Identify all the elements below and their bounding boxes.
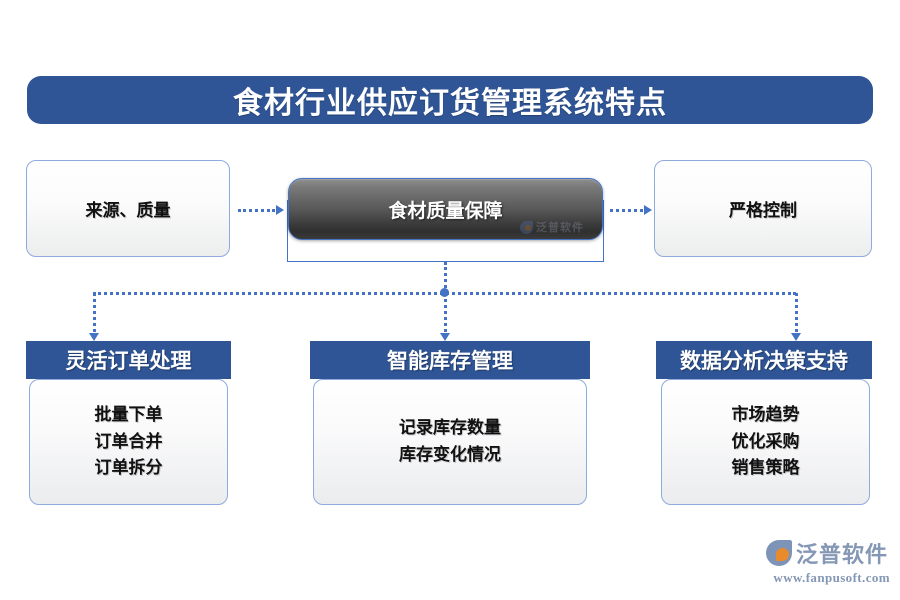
feature-body-inventory: 记录库存数量 库存变化情况 (313, 379, 587, 505)
feature-header-analytics-label: 数据分析决策支持 (680, 349, 848, 373)
card-source-quality[interactable]: 来源、质量 (26, 160, 230, 257)
brand-logo-url: www.fanpusoft.com (773, 570, 890, 585)
feature-item: 批量下单 (94, 404, 163, 424)
card-source-quality-label: 来源、质量 (85, 201, 171, 220)
feature-header-orders[interactable]: 灵活订单处理 (26, 341, 231, 379)
dotted-line-vertical (443, 293, 447, 332)
card-strict-control-label: 严格控制 (729, 201, 797, 220)
connector-riser-icon (444, 262, 447, 293)
feature-item: 订单合并 (94, 431, 163, 451)
feature-item: 市场趋势 (731, 404, 800, 424)
card-strict-control[interactable]: 严格控制 (654, 160, 872, 257)
watermark-logo-text: 泛普软件 (536, 222, 584, 234)
connector-junction-dot-icon (440, 288, 449, 297)
dotted-line (238, 208, 275, 212)
brand-logo-name: 泛普软件 (796, 542, 889, 567)
brand-logo: 泛普软件 www.fanpusoft.com (766, 537, 890, 589)
feature-body-analytics: 市场趋势 优化采购 销售策略 (661, 379, 870, 505)
arrow-head-down-icon (440, 333, 450, 341)
page-title: 食材行业供应订货管理系统特点 (233, 87, 667, 120)
dotted-line-vertical (794, 293, 798, 332)
feature-header-inventory[interactable]: 智能库存管理 (310, 341, 590, 379)
feature-body-orders: 批量下单 订单合并 订单拆分 (29, 379, 228, 505)
feature-item: 库存变化情况 (399, 445, 501, 464)
feature-item: 销售策略 (731, 458, 800, 478)
arrow-head-down-icon (791, 333, 801, 341)
connector-drop-inventory-icon (440, 293, 450, 341)
connector-drop-orders-icon (89, 293, 99, 341)
brand-logo-row: 泛普软件 (766, 537, 890, 569)
watermark-logo-mark-icon (520, 220, 533, 234)
feature-item: 记录库存数量 (399, 418, 501, 438)
dotted-line-vertical (92, 293, 96, 332)
feature-header-inventory-label: 智能库存管理 (387, 349, 513, 373)
arrow-head-right-icon (276, 205, 284, 215)
page-title-banner: 食材行业供应订货管理系统特点 (27, 76, 873, 124)
dotted-line (610, 208, 643, 212)
brand-logo-mark-icon (766, 540, 792, 566)
arrow-head-down-icon (89, 333, 99, 341)
feature-header-orders-label: 灵活订单处理 (65, 349, 192, 373)
watermark-logo: 泛普软件 (520, 219, 584, 235)
card-food-quality-assurance[interactable]: 食材质量保障 泛普软件 (288, 178, 603, 240)
feature-item: 订单拆分 (94, 458, 163, 478)
arrow-head-right-icon (644, 205, 652, 215)
card-food-quality-assurance-label: 食材质量保障 (388, 200, 503, 222)
arrow-center-to-control-icon (610, 205, 652, 215)
arrow-source-to-center-icon (238, 205, 284, 215)
feature-header-analytics[interactable]: 数据分析决策支持 (656, 341, 872, 379)
feature-item: 优化采购 (731, 431, 800, 451)
connector-drop-analytics-icon (791, 293, 801, 341)
